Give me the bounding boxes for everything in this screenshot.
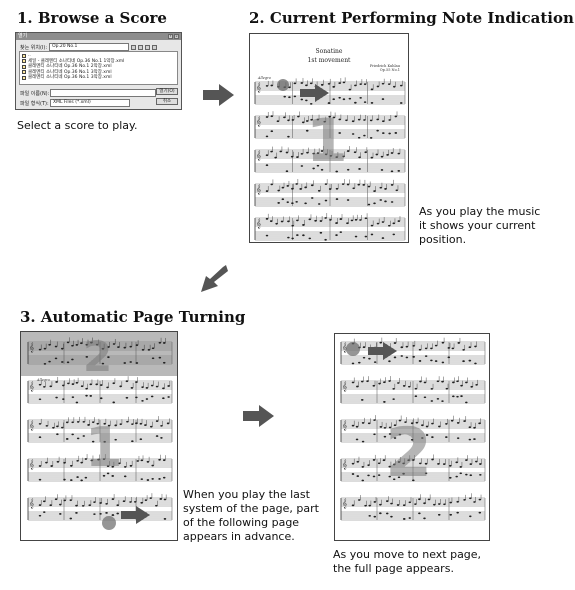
score-page-with-preview: Allegro 𝄞 𝄞 𝄞 𝄞 𝄞 2 1 — [20, 331, 178, 541]
file-icon — [22, 75, 26, 80]
view-menu-icon[interactable] — [152, 44, 158, 50]
new-folder-icon[interactable] — [145, 44, 151, 50]
up-folder-icon[interactable] — [138, 44, 144, 50]
dialog-title: 열기 — [18, 33, 28, 39]
help-icon[interactable]: ? — [168, 34, 173, 39]
position-arrow-icon — [300, 84, 329, 102]
svg-text:𝄞: 𝄞 — [342, 381, 347, 392]
arrow-down-left-icon — [201, 265, 228, 292]
score-subtitle: 1st movement — [307, 57, 351, 64]
svg-text:𝄞: 𝄞 — [342, 498, 347, 509]
svg-text:𝄞: 𝄞 — [29, 459, 34, 470]
svg-text:𝄞: 𝄞 — [29, 498, 34, 509]
score-page-next: 𝄞 𝄞 𝄞 𝄞 𝄞 2 — [334, 333, 490, 541]
sheet-music-systems: 𝄞 𝄞 𝄞 𝄞 𝄞 — [340, 337, 486, 521]
arrow-right-icon — [243, 405, 274, 427]
file-icon — [22, 70, 26, 75]
preview-page-number: 2 — [83, 332, 113, 381]
file-open-dialog: 열기 ? × 찾는 위치(I): Op.20 No.1 .. 세일 - 클레멘티… — [15, 32, 182, 110]
score-title: Sonatine — [315, 48, 343, 55]
current-note-marker-icon — [346, 342, 360, 356]
svg-text:𝄞: 𝄞 — [256, 116, 261, 127]
step3-heading: 3. Automatic Page Turning — [20, 308, 246, 326]
current-note-marker-icon — [102, 516, 116, 530]
page-number: 1 — [85, 416, 123, 479]
svg-text:𝄞: 𝄞 — [342, 342, 347, 353]
step3-right-caption: As you move to next page, the full page … — [333, 548, 482, 575]
position-arrow-icon — [121, 506, 150, 524]
file-icon — [22, 59, 26, 64]
page-number: 2 — [385, 414, 433, 493]
file-icon — [22, 64, 26, 69]
position-arrow-icon — [368, 342, 397, 360]
sheet-music-systems: 𝄞 𝄞 𝄞 𝄞 𝄞 — [27, 337, 173, 521]
svg-text:𝄞: 𝄞 — [256, 82, 261, 93]
list-item[interactable]: 클레멘티 소나티네 Op.36 No.1 3악장.xml — [22, 70, 175, 76]
current-note-marker-icon — [277, 79, 289, 91]
folder-icon — [22, 53, 26, 58]
filename-input[interactable] — [50, 89, 156, 97]
list-item[interactable]: 세일 - 클레멘티 소나티네 Op.36 No.1 1악장.xml — [22, 59, 175, 65]
svg-text:𝄞: 𝄞 — [29, 342, 34, 353]
arrow-right-icon — [203, 84, 234, 106]
score-tempo: Allegro — [37, 378, 50, 382]
step3-left-caption: When you play the last system of the pag… — [183, 488, 319, 543]
svg-text:𝄞: 𝄞 — [256, 218, 261, 229]
page-number: 1 — [306, 106, 348, 176]
svg-text:𝄞: 𝄞 — [29, 420, 34, 431]
look-in-label: 찾는 위치(I): — [20, 44, 48, 51]
close-icon[interactable]: × — [174, 34, 179, 39]
back-icon[interactable] — [131, 44, 137, 50]
dialog-titlebar: 열기 ? × — [16, 33, 181, 40]
list-item[interactable]: 클레멘티 소나티네 Op.36 No.1 3악장.xml — [22, 75, 175, 81]
open-button[interactable]: 열기(O) — [156, 88, 178, 95]
sheet-music-systems: 𝄞 𝄞 𝄞 𝄞 𝄞 — [254, 77, 406, 241]
svg-text:𝄞: 𝄞 — [256, 184, 261, 195]
step2-heading: 2. Current Performing Note Indication — [249, 9, 574, 27]
step1-heading: 1. Browse a Score — [17, 9, 167, 27]
filetype-label: 파일 형식(T): — [20, 100, 49, 107]
step1-caption: Select a score to play. — [17, 119, 138, 132]
svg-text:𝄞: 𝄞 — [29, 381, 34, 392]
next-page-preview-region — [21, 332, 177, 376]
svg-text:𝄞: 𝄞 — [342, 459, 347, 470]
file-list: .. 세일 - 클레멘티 소나티네 Op.36 No.1 1악장.xml 클레멘… — [19, 51, 178, 85]
svg-text:𝄞: 𝄞 — [256, 150, 261, 161]
look-in-dropdown[interactable]: Op.20 No.1 — [49, 43, 130, 51]
cancel-button[interactable]: 취소 — [156, 98, 178, 105]
score-tempo: Allegro — [258, 76, 271, 80]
filename-label: 파일 이름(N): — [20, 90, 50, 97]
list-item[interactable]: .. — [22, 53, 175, 59]
svg-text:𝄞: 𝄞 — [342, 420, 347, 431]
step2-caption: As you play the music it shows your curr… — [419, 205, 541, 246]
list-item[interactable]: 클레멘티 소나티네 Op.36 No.1 2악장.xml — [22, 64, 175, 70]
filetype-dropdown[interactable]: XML Files (*.xml) — [50, 99, 130, 107]
